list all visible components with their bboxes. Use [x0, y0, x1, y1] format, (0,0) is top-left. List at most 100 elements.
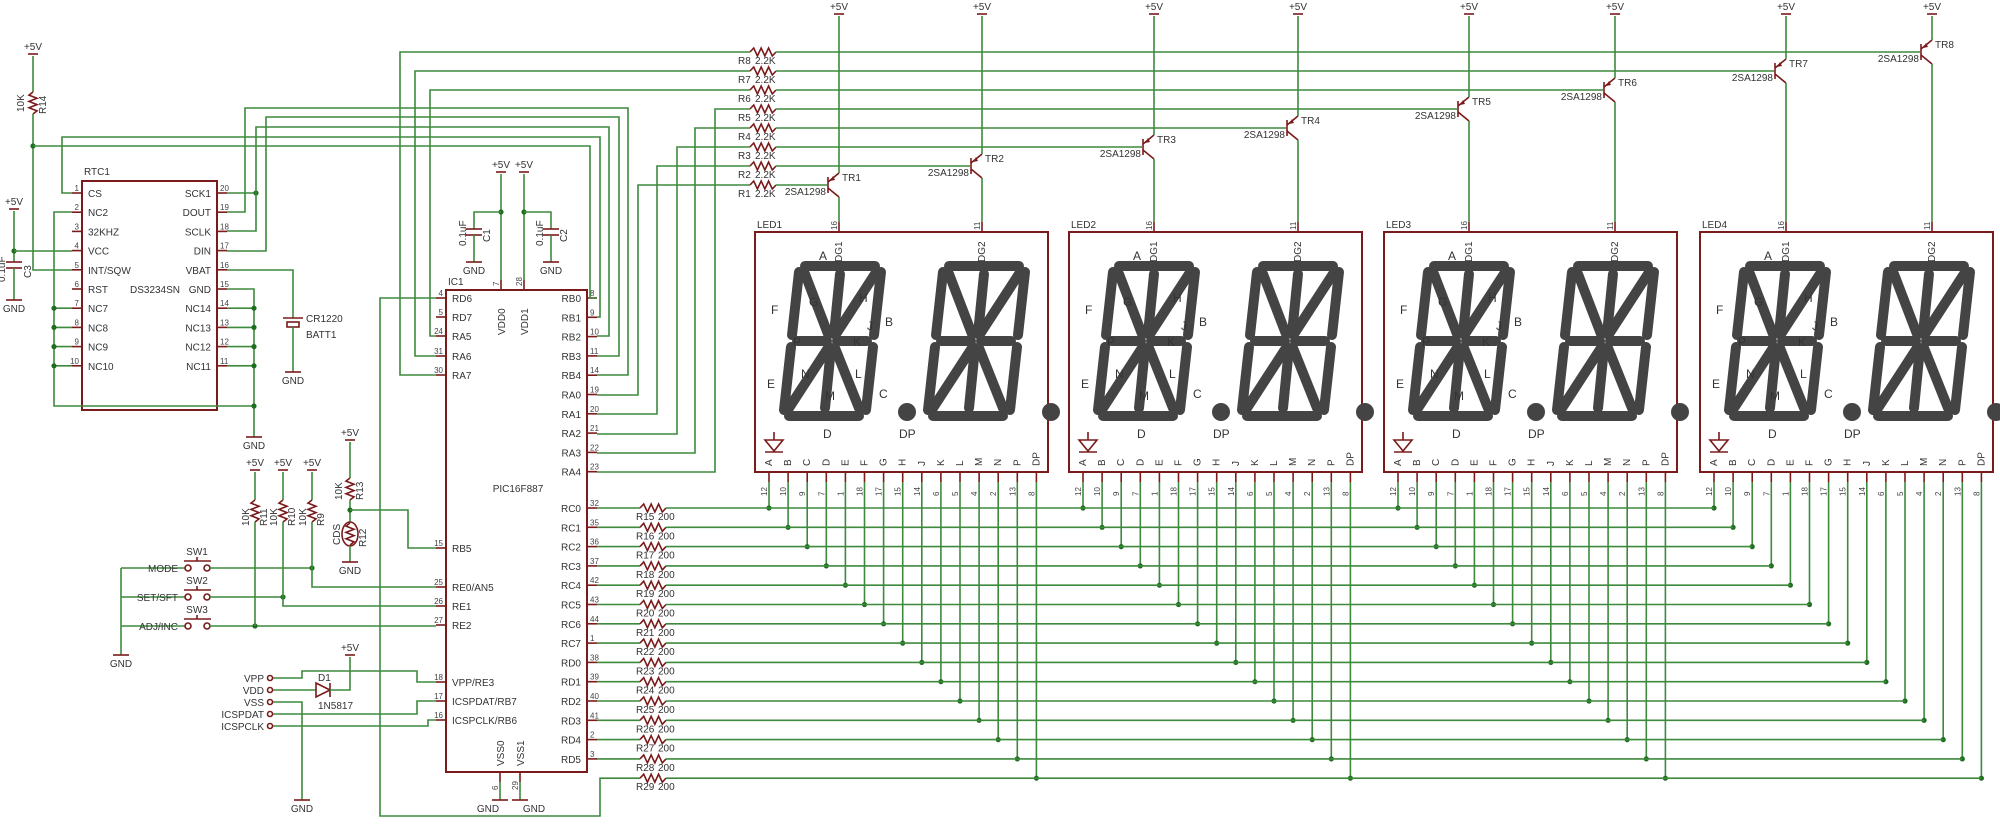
segment-pin-number: 18	[1801, 487, 1810, 496]
cap-ref: C1	[482, 229, 493, 242]
segment-pin-label: F	[1489, 460, 1500, 466]
segment-resistor-ref: R21	[636, 628, 655, 639]
mcu-pin-name: RA4	[562, 468, 582, 479]
segment-letter: H	[859, 291, 868, 305]
mcu-pin-name: VDD0	[497, 308, 508, 335]
segment-resistor-ref: R16	[636, 531, 655, 542]
mcu-pin-number: 44	[590, 615, 599, 624]
segment-letter: J	[1496, 319, 1502, 333]
switch-label: MODE	[148, 564, 178, 575]
diode-icon	[1077, 432, 1099, 453]
mcu-part: PIC16F887	[493, 484, 544, 495]
segment-letter: F	[771, 303, 778, 317]
display-segment	[1593, 343, 1609, 413]
mcu-pin-name: RD3	[561, 716, 581, 727]
rtc-pin-name: NC11	[186, 362, 211, 373]
display-segment	[1642, 267, 1659, 340]
display-segment	[820, 343, 836, 413]
display-segment	[1449, 343, 1465, 413]
digit-label: DG2	[1293, 241, 1304, 262]
segment-pin-label: P	[1012, 459, 1023, 466]
segment-pin-label: C	[1431, 459, 1442, 466]
mcu-pin-number: 3	[590, 750, 595, 759]
wire	[597, 165, 750, 415]
junction-dot	[251, 403, 257, 409]
segment-letter: L	[1800, 367, 1807, 381]
segment-letter: M	[1770, 389, 1780, 403]
mcu-pin-name: RB2	[562, 333, 582, 344]
switch-ref: SW3	[186, 605, 208, 616]
segment-resistor-value: 200	[658, 609, 675, 620]
segment-letter: G	[1438, 295, 1447, 309]
mcu-pin-number: 31	[434, 347, 443, 356]
mcu-pin-name: RC1	[561, 523, 581, 534]
segment-pin-label: D	[1766, 459, 1777, 466]
wire-cs	[61, 136, 601, 318]
display-segment	[928, 343, 977, 413]
pullup-resistor	[276, 499, 290, 523]
segment-pin-label: M	[1603, 458, 1614, 466]
segment-pin-number: 13	[1322, 487, 1331, 496]
segment-pin-number: 10	[779, 487, 788, 496]
display-segment	[975, 269, 1024, 339]
digit-pin-number: 11	[1923, 221, 1932, 230]
alphanumeric-digit	[1237, 261, 1374, 421]
display-segment	[1145, 269, 1194, 339]
display-segment	[1958, 267, 1975, 340]
display-segment	[784, 343, 833, 413]
battery-value: CR1220	[306, 314, 343, 325]
display-segment	[1114, 269, 1147, 339]
display-segment	[1327, 267, 1344, 340]
segment-pin-label: J	[1231, 461, 1242, 466]
segment-pin-number: 2	[989, 491, 998, 496]
photoresistor-zigzag	[343, 522, 357, 546]
diode-d1-icon	[315, 681, 332, 699]
display-segment	[1634, 342, 1651, 415]
vcc-label: +5V	[5, 197, 23, 208]
wire	[429, 89, 750, 337]
segment-pin-number: 4	[1284, 491, 1293, 496]
segment-letter: L	[855, 367, 862, 381]
segment-pin-label: E	[1469, 459, 1480, 466]
cap-ref: C2	[559, 229, 570, 242]
base-resistor	[749, 160, 777, 172]
segment-pin-number: 6	[1561, 491, 1570, 496]
segment-letter: P	[793, 335, 801, 349]
digit-pin-number: 16	[1145, 221, 1154, 230]
segment-resistor-ref: R28	[636, 763, 655, 774]
digit-pin-number: 11	[1289, 221, 1298, 230]
vcc-label: +5V	[274, 458, 292, 469]
display-segment	[1889, 269, 1922, 339]
mcu-pin-name: RC0	[561, 504, 581, 515]
segment-pin-label: G	[1508, 458, 1519, 466]
segment-pin-label: H	[1212, 459, 1223, 466]
segment-pin-label: H	[898, 459, 909, 466]
icsp-pin-label: ICSPCLK	[221, 722, 264, 733]
segment-letter: K	[1167, 335, 1175, 349]
segment-pin-label: J	[1546, 461, 1557, 466]
alphanumeric-digit	[1408, 261, 1545, 421]
display-segment	[1765, 343, 1781, 413]
segment-pin-label: A	[1078, 459, 1089, 466]
display-segment	[1873, 343, 1922, 413]
segment-pin-number: 6	[932, 491, 941, 496]
rtc-pin-name: NC7	[88, 304, 108, 315]
segment-resistor-ref: R18	[636, 570, 655, 581]
segment-pin-label: B	[783, 459, 794, 466]
diode-icon	[763, 432, 785, 453]
segment-pin-label: P	[1326, 459, 1337, 466]
mcu-pin-number: 32	[590, 499, 599, 508]
rtc-pin-number: 9	[75, 338, 80, 347]
segment-letter: D	[823, 427, 832, 441]
mcu-pin-name: RA7	[452, 371, 472, 382]
segment-pin-label: DP	[1660, 452, 1671, 466]
pullup-ref: R10	[287, 507, 298, 526]
mcu-pin-number: 11	[590, 347, 599, 356]
mcu-pin-name: VSS0	[496, 740, 507, 766]
display-segment	[1573, 269, 1606, 339]
mcu-pin-name: RA0	[562, 391, 582, 402]
wire-sclk	[227, 126, 610, 337]
ground-label: GND	[282, 376, 304, 387]
pnp-arrow-icon	[1923, 43, 1928, 48]
wire-din	[227, 116, 620, 357]
